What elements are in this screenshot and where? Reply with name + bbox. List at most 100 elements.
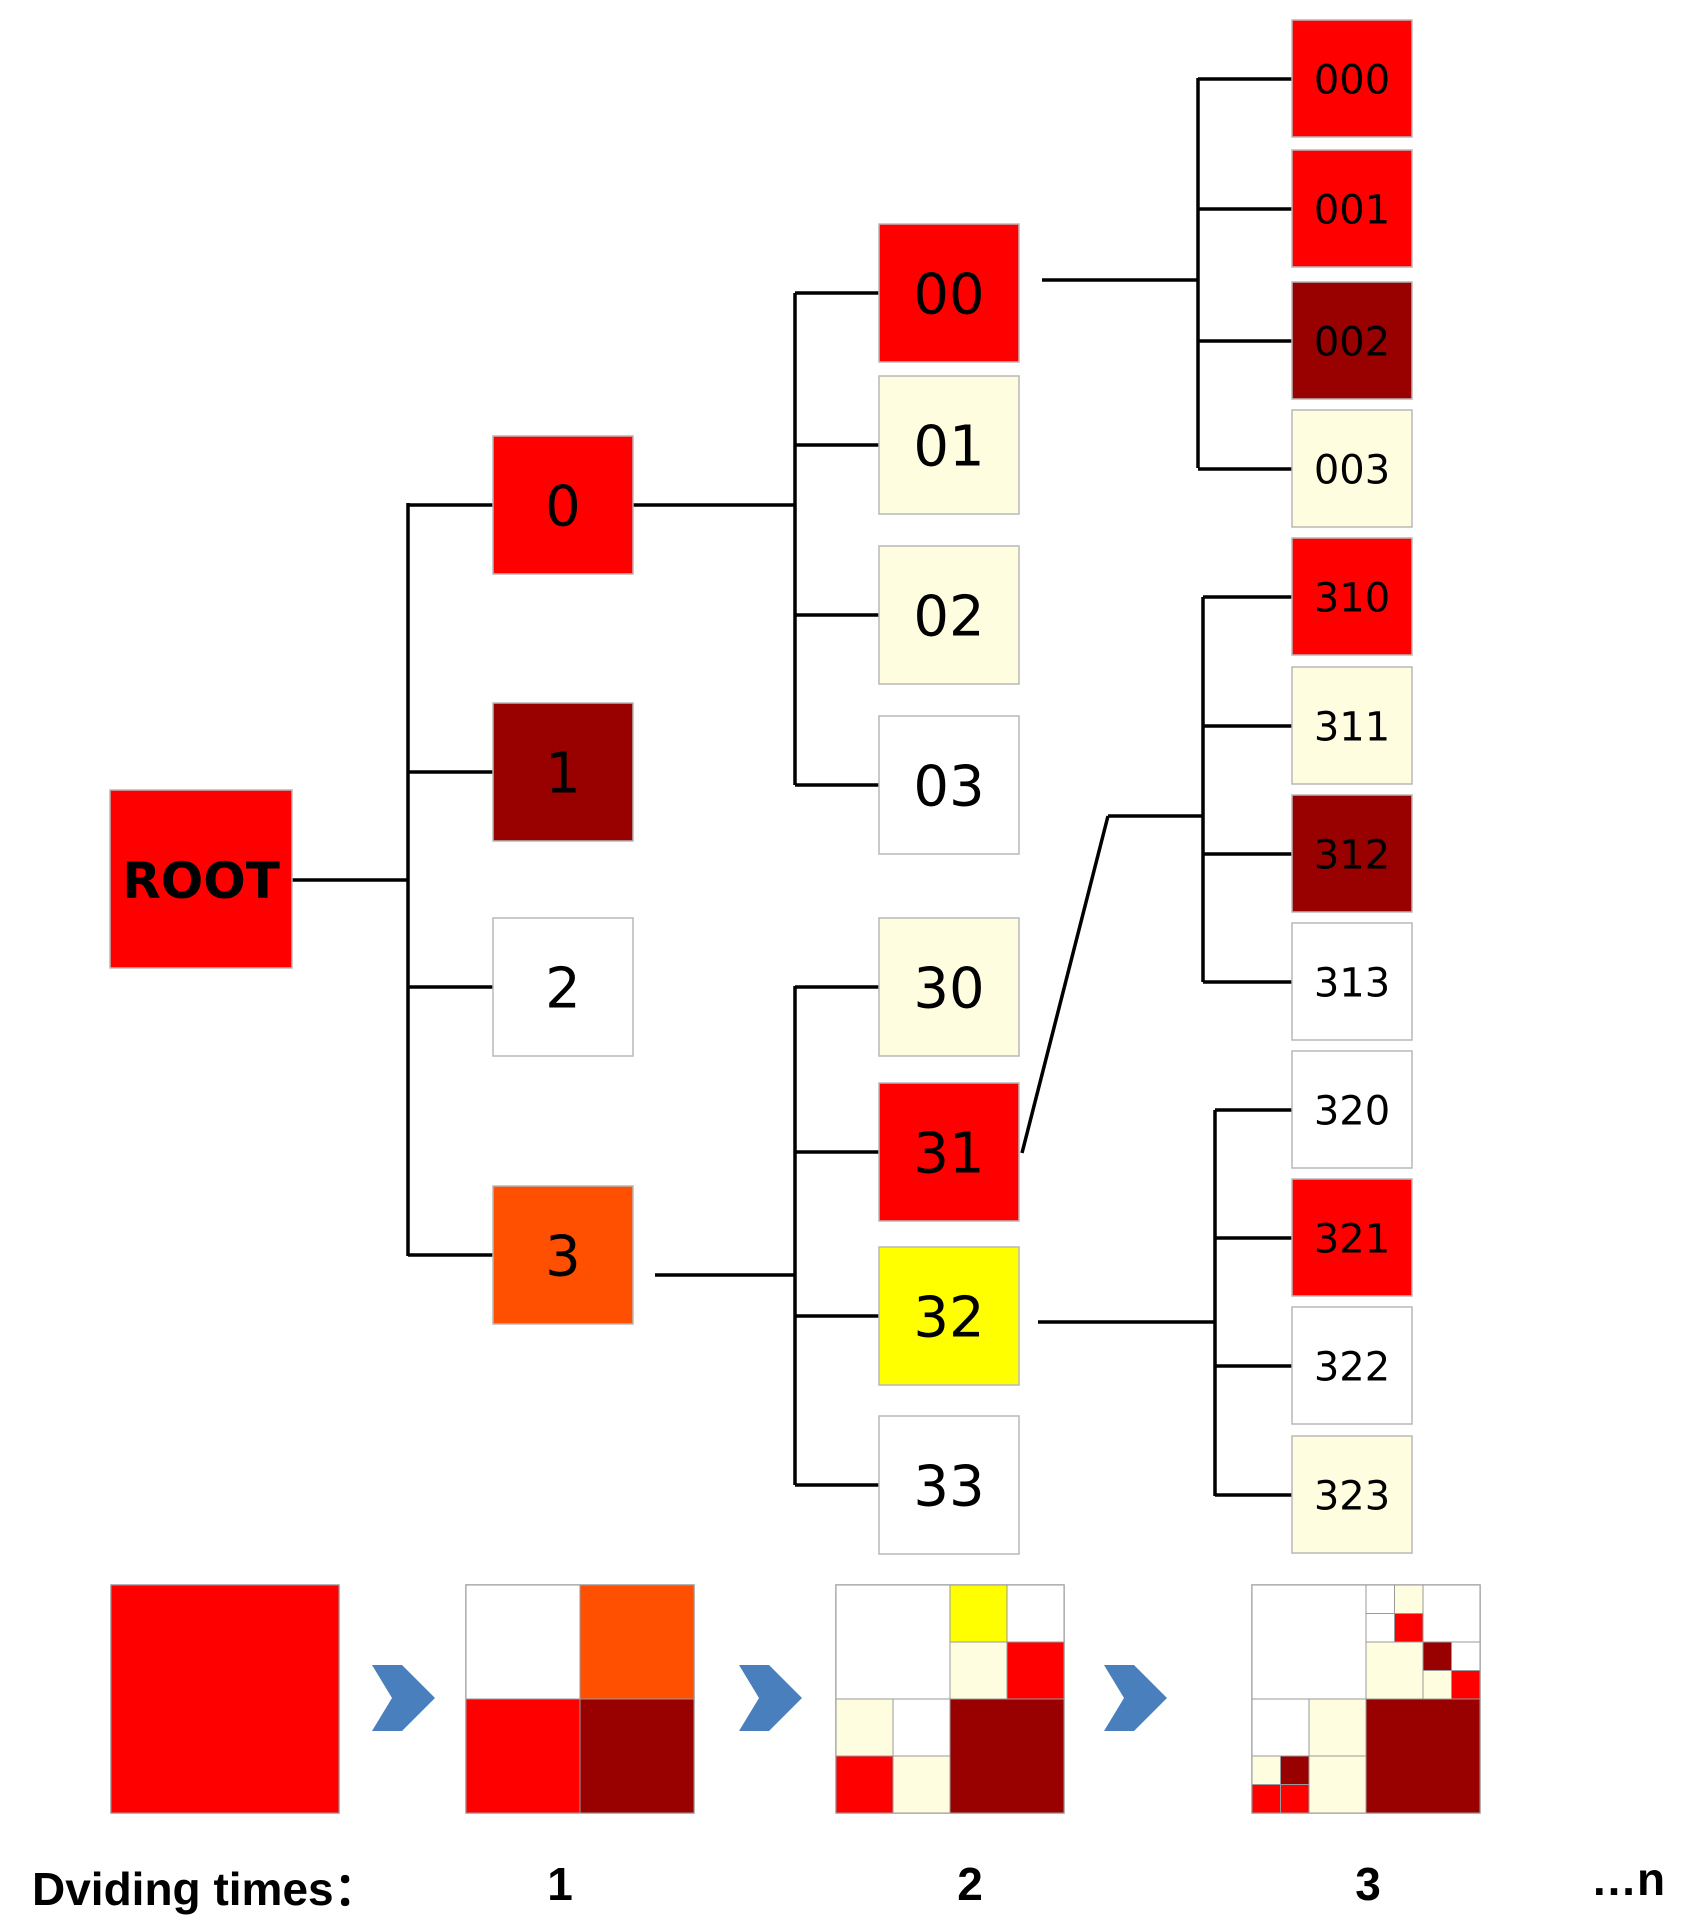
step-label-more: …n — [1591, 1853, 1665, 1905]
stage-3-cell — [1308, 1755, 1367, 1814]
node-32: 32 — [878, 1246, 1020, 1386]
node-310: 310 — [1291, 537, 1413, 656]
node-001: 001 — [1291, 149, 1413, 268]
node-00-label: 00 — [913, 263, 984, 328]
stage-3-cell — [1251, 1584, 1367, 1700]
node-310-box — [1291, 537, 1413, 656]
node-33: 33 — [878, 1415, 1020, 1555]
node-322: 322 — [1291, 1306, 1413, 1425]
node-02: 02 — [878, 545, 1020, 685]
node-320-box — [1291, 1050, 1413, 1169]
node-00-box — [878, 223, 1020, 363]
stage-3-cell — [1365, 1641, 1424, 1700]
node-000: 000 — [1291, 19, 1413, 138]
node-30: 30 — [878, 917, 1020, 1057]
stage-3-cell — [1251, 1784, 1281, 1814]
stage-2 — [835, 1584, 1065, 1814]
node-311-box — [1291, 666, 1413, 785]
node-03: 03 — [878, 715, 1020, 855]
node-001-label: 001 — [1314, 188, 1390, 234]
stage-0-cell — [110, 1584, 340, 1814]
node-01-box — [878, 375, 1020, 515]
stage-1 — [465, 1584, 695, 1814]
node-0-box — [492, 435, 634, 575]
node-30-box — [878, 917, 1020, 1057]
stage-2-cell — [835, 1698, 894, 1757]
stage-3-cell — [1365, 1613, 1395, 1643]
stage-1-cell — [579, 1698, 695, 1814]
stage-2-cell — [835, 1584, 951, 1700]
stage-3-cell — [1365, 1584, 1395, 1614]
node-31-label: 31 — [913, 1122, 984, 1187]
node-000-box — [1291, 19, 1413, 138]
node-31: 31 — [878, 1082, 1020, 1222]
node-312: 312 — [1291, 794, 1413, 913]
node-root-box — [109, 789, 293, 969]
node-2-box — [492, 917, 634, 1057]
node-3-label: 3 — [545, 1225, 581, 1290]
node-00: 00 — [878, 223, 1020, 363]
stage-arrows — [372, 1665, 1167, 1731]
node-313: 313 — [1291, 922, 1413, 1041]
stage-2-cell — [835, 1755, 894, 1814]
step-label-1: 1 — [547, 1858, 573, 1910]
stage-3-cell — [1280, 1755, 1310, 1785]
node-1-box — [492, 702, 634, 842]
step-label-2: 2 — [957, 1858, 983, 1910]
node-01: 01 — [878, 375, 1020, 515]
node-312-box — [1291, 794, 1413, 913]
division-stages — [110, 1584, 1481, 1814]
node-320: 320 — [1291, 1050, 1413, 1169]
node-320-label: 320 — [1314, 1089, 1390, 1135]
node-root: ROOT — [109, 789, 293, 969]
node-322-label: 322 — [1314, 1345, 1390, 1391]
stage-arrow-icon — [1104, 1665, 1167, 1731]
node-31-box — [878, 1082, 1020, 1222]
tree-edges — [292, 77, 1292, 1497]
node-322-box — [1291, 1306, 1413, 1425]
stage-2-cell — [949, 1698, 1065, 1814]
node-312-label: 312 — [1314, 833, 1390, 879]
stage-2-cell — [1006, 1584, 1065, 1643]
node-310-label: 310 — [1314, 576, 1390, 622]
stage-3-cell — [1422, 1641, 1452, 1671]
node-002-label: 002 — [1314, 320, 1390, 366]
node-root-label: ROOT — [122, 852, 280, 910]
stage-3-cell — [1308, 1698, 1367, 1757]
stage-3-cell — [1394, 1584, 1424, 1614]
node-323-label: 323 — [1314, 1474, 1390, 1520]
stage-2-cell — [949, 1641, 1008, 1700]
stage-3-cell — [1251, 1755, 1281, 1785]
node-03-box — [878, 715, 1020, 855]
stage-3 — [1251, 1584, 1481, 1814]
stage-arrow-icon — [372, 1665, 435, 1731]
dividing-times-label: Dviding times： — [32, 1863, 380, 1915]
node-002: 002 — [1291, 281, 1413, 400]
node-323: 323 — [1291, 1435, 1413, 1554]
node-3: 3 — [492, 1185, 634, 1325]
stage-3-cell — [1251, 1698, 1310, 1757]
node-2-label: 2 — [545, 957, 581, 1022]
node-02-label: 02 — [913, 585, 984, 650]
node-3-box — [492, 1185, 634, 1325]
stage-3-cell — [1422, 1584, 1481, 1643]
node-321-label: 321 — [1314, 1217, 1390, 1263]
stage-3-cell — [1451, 1670, 1481, 1700]
node-2: 2 — [492, 917, 634, 1057]
stage-2-cell — [892, 1698, 951, 1757]
stage-2-cell — [949, 1584, 1008, 1643]
node-001-box — [1291, 149, 1413, 268]
stage-arrow-icon — [739, 1665, 802, 1731]
node-003-label: 003 — [1314, 448, 1390, 494]
stage-3-cell — [1451, 1641, 1481, 1671]
node-32-label: 32 — [913, 1286, 984, 1351]
tree-nodes: ROOT012300010203303132330000010020033103… — [109, 19, 1413, 1555]
step-label-3: 3 — [1355, 1858, 1381, 1910]
stage-0 — [110, 1584, 340, 1814]
node-0-label: 0 — [545, 475, 581, 540]
stage-3-cell — [1280, 1784, 1310, 1814]
node-311: 311 — [1291, 666, 1413, 785]
node-33-label: 33 — [913, 1455, 984, 1520]
node-313-box — [1291, 922, 1413, 1041]
